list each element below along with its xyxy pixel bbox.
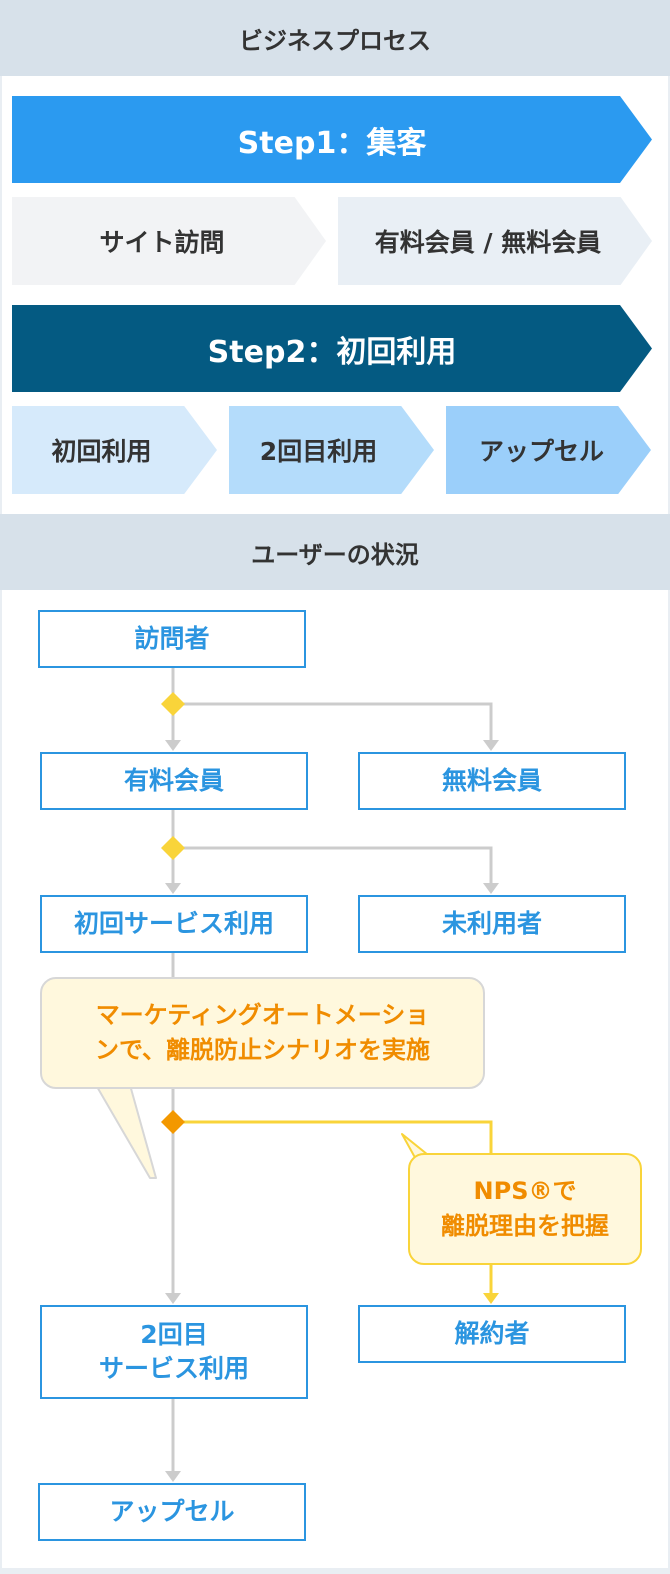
node-paid-member: 有料会員	[40, 752, 308, 810]
branch-diamond-3	[161, 1110, 185, 1134]
branch-diamond-1	[161, 692, 185, 716]
node-second-use-line1: 2回目	[140, 1320, 208, 1350]
ma-callout-line1: マーケティングオートメーショ	[95, 1001, 430, 1030]
nps-callout: NPS®で 離脱理由を把握	[408, 1153, 642, 1265]
ma-callout-tail	[95, 1084, 157, 1179]
node-visitor-label: 訪問者	[134, 624, 210, 654]
step2-label: Step2：初回利用	[207, 334, 457, 370]
stage-first-use-label: 初回利用	[51, 437, 152, 466]
arrow-to-free-member	[483, 740, 499, 751]
node-free-member-label: 無料会員	[441, 766, 542, 796]
node-paid-member-label: 有料会員	[123, 766, 224, 796]
stage-site-visit-label: サイト訪問	[99, 228, 225, 257]
node-non-user-label: 未利用者	[441, 909, 542, 939]
stage-membership-label: 有料会員 / 無料会員	[374, 228, 602, 257]
stage-second-use-label: 2回目利用	[259, 437, 378, 466]
arrow-to-upsell	[165, 1471, 181, 1482]
business-process-title: ビジネスプロセス	[239, 26, 431, 55]
stage-second-use: 2回目利用	[229, 406, 434, 494]
nps-callout-line1: NPS®で	[473, 1177, 577, 1206]
node-upsell: アップセル	[38, 1483, 306, 1541]
branch-diamond-2	[161, 836, 185, 860]
arrow-to-second-use	[165, 1293, 181, 1304]
stage-upsell: アップセル	[446, 406, 651, 494]
node-churned-label: 解約者	[454, 1319, 530, 1349]
step2-banner: Step2：初回利用	[12, 305, 652, 392]
stage-first-use: 初回利用	[12, 406, 217, 494]
node-second-use: 2回目 サービス利用	[40, 1305, 308, 1399]
arrow-to-churned	[483, 1293, 499, 1304]
node-second-use-line2: サービス利用	[98, 1354, 249, 1383]
user-status-header: ユーザーの状況	[0, 514, 670, 590]
arrow-to-non-user	[483, 883, 499, 894]
arrow-to-paid-member	[165, 740, 181, 751]
node-first-use: 初回サービス利用	[40, 895, 308, 953]
node-churned: 解約者	[358, 1305, 626, 1363]
node-first-use-label: 初回サービス利用	[73, 909, 274, 939]
node-non-user: 未利用者	[358, 895, 626, 953]
ma-callout-line2: ンで、離脱防止シナリオを実施	[94, 1036, 431, 1064]
stage-upsell-label: アップセル	[478, 437, 604, 466]
ma-callout: マーケティングオートメーショ ンで、離脱防止シナリオを実施	[40, 977, 485, 1089]
step1-label: Step1：集客	[237, 125, 427, 161]
nps-callout-line2: 離脱理由を把握	[441, 1212, 609, 1240]
node-free-member: 無料会員	[358, 752, 626, 810]
step1-banner: Step1：集客	[12, 96, 652, 183]
node-visitor: 訪問者	[38, 610, 306, 668]
business-process-header: ビジネスプロセス	[0, 0, 670, 76]
user-status-title: ユーザーの状況	[251, 540, 419, 569]
stage-membership: 有料会員 / 無料会員	[338, 197, 652, 285]
stage-site-visit: サイト訪問	[12, 197, 326, 285]
node-upsell-label: アップセル	[109, 1497, 235, 1527]
arrow-to-first-use	[165, 883, 181, 894]
